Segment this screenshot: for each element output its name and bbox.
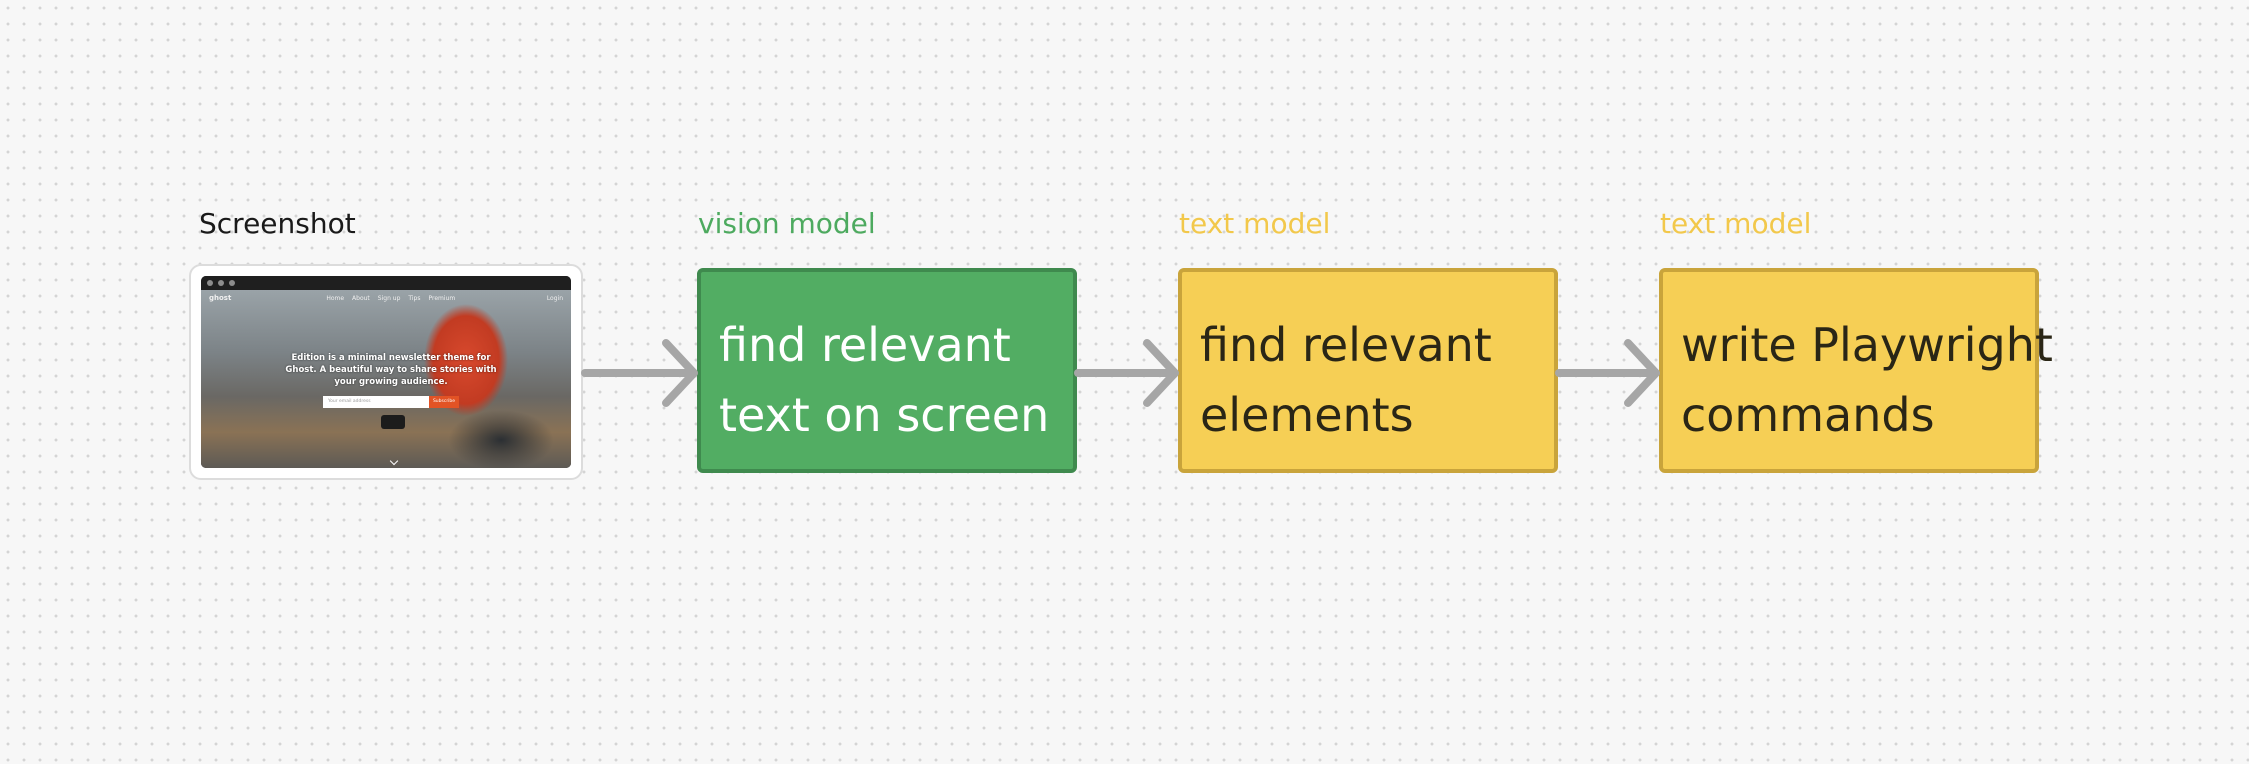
- window-dot-icon: [218, 280, 224, 286]
- screenshot-label: Screenshot: [199, 207, 356, 240]
- step-3-text-line-2: commands: [1681, 388, 1935, 442]
- thumbnail-subscribe-form: Your email address Subscribe: [323, 396, 459, 408]
- window-dot-icon: [229, 280, 235, 286]
- step-1-text-line-2: text on screen: [719, 388, 1050, 442]
- thumbnail-nav-links: Home About Sign up Tips Premium: [326, 295, 455, 302]
- arrow-right-icon: [1555, 339, 1660, 407]
- camera-shape: [381, 415, 405, 429]
- nav-link: Premium: [428, 294, 456, 302]
- hero-photo: ghost Home About Sign up Tips Premium Lo…: [201, 290, 571, 468]
- step-1-text-line-1: find relevant: [719, 318, 1011, 372]
- thumbnail-subscribe-button: Subscribe: [429, 396, 459, 408]
- thumbnail-nav: ghost Home About Sign up Tips Premium Lo…: [201, 290, 571, 306]
- step-3-text-line-1: write Playwright: [1681, 318, 2053, 372]
- step-3-model-label: text model: [1660, 207, 1812, 240]
- browser-title-bar: [201, 276, 571, 290]
- arrow-right-icon: [581, 339, 698, 407]
- ghost-logo: ghost: [209, 294, 232, 302]
- step-2-model-label: text model: [1179, 207, 1331, 240]
- step-1-model-label: vision model: [698, 207, 876, 240]
- window-dot-icon: [207, 280, 213, 286]
- step-1-box[interactable]: find relevant text on screen: [697, 268, 1077, 473]
- browser-window-thumbnail: ghost Home About Sign up Tips Premium Lo…: [201, 276, 571, 468]
- step-3-box[interactable]: write Playwright commands: [1659, 268, 2053, 473]
- nav-link: Sign up: [377, 294, 401, 302]
- nav-link: About: [352, 294, 370, 302]
- thumbnail-email-input: Your email address: [323, 396, 429, 408]
- thumbnail-headline: Edition is a minimal newsletter theme fo…: [285, 353, 497, 387]
- nav-link: Tips: [408, 294, 421, 302]
- arrow-right-icon: [1074, 339, 1179, 407]
- step-2-box[interactable]: find relevant elements: [1178, 268, 1558, 473]
- screenshot-node[interactable]: ghost Home About Sign up Tips Premium Lo…: [189, 264, 583, 480]
- nav-login: Login: [546, 294, 563, 302]
- step-2-text-line-2: elements: [1200, 388, 1414, 442]
- step-2-text-line-1: find relevant: [1200, 318, 1492, 372]
- nav-link: Home: [326, 294, 345, 302]
